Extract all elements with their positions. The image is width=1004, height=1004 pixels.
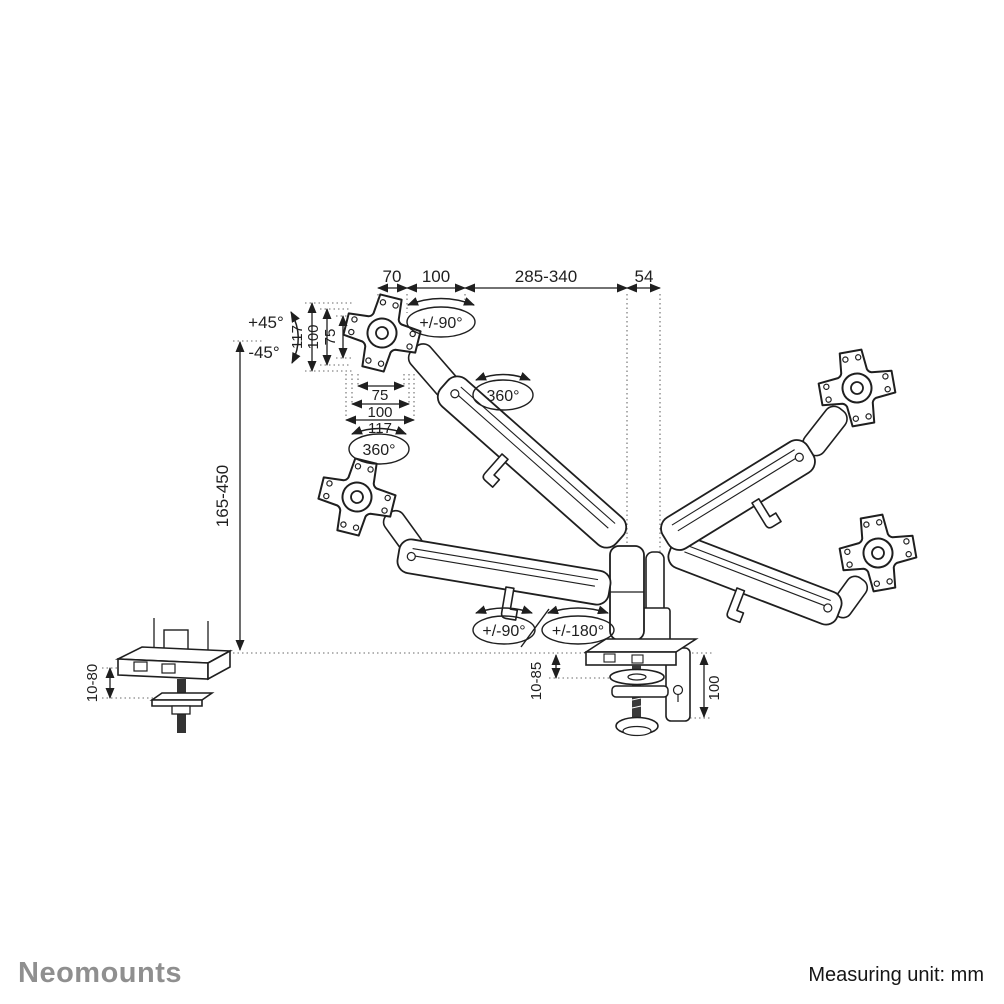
angle-head-swivel: +/-90° — [419, 315, 462, 332]
desk-clamp — [583, 638, 699, 737]
dim-vesa-h-100: 100 — [367, 404, 392, 421]
dim-vesa-h-75: 75 — [372, 387, 389, 404]
lower-right-arm — [667, 534, 869, 626]
measuring-unit-note: Measuring unit: mm — [808, 964, 984, 986]
angle-head-rotation: 360° — [486, 388, 519, 405]
dim-top-100: 100 — [422, 267, 450, 286]
angle-base-swivel: +/-180° — [552, 623, 604, 640]
dimension-lines — [105, 283, 709, 718]
angle-tilt-down: -45° — [248, 343, 279, 362]
dim-vesa-v-75: 75 — [322, 329, 339, 346]
angle-arm-swivel: +/-90° — [482, 623, 525, 640]
dim-vesa-v-100: 100 — [305, 324, 322, 349]
dim-grommet-thickness: 10-80 — [84, 664, 101, 702]
dim-top-70: 70 — [383, 267, 402, 286]
lower-left-arm — [382, 509, 612, 621]
grommet-base — [114, 618, 233, 733]
upper-left-arm — [407, 343, 628, 549]
upper-right-arm — [660, 405, 848, 551]
angle-head-rotation-2: 360° — [362, 442, 395, 459]
angle-annotations: +45° -45° +/-90° 360° 360° +/-90° +/-180… — [248, 297, 615, 648]
angle-tilt-up: +45° — [248, 313, 284, 332]
dim-clamp-height: 100 — [706, 675, 723, 700]
pole — [609, 545, 671, 645]
dim-top-54: 54 — [635, 267, 654, 286]
dim-top-285-340: 285-340 — [515, 267, 577, 286]
dim-clamp-thickness: 10-85 — [528, 662, 545, 700]
dim-height-range: 165-450 — [213, 465, 232, 527]
brand-logo: Neomounts — [18, 957, 182, 989]
